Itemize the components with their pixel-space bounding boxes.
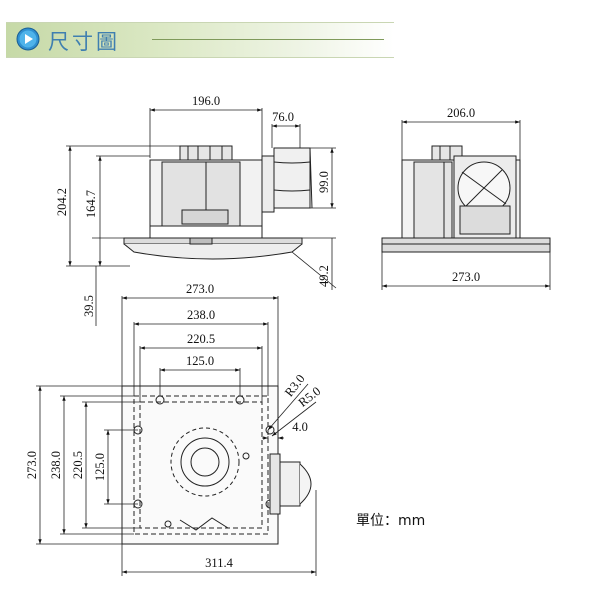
side-view: 196.0 76.0 204.2 164.7 99.0 49.2 39.5: [55, 94, 337, 326]
plan-outer-height-label: 273.0: [25, 451, 39, 479]
plan-hole-height-label: 125.0: [93, 453, 107, 481]
unit-label: 單位：mm: [356, 513, 426, 529]
plan-mid-width-label: 238.0: [187, 308, 215, 322]
side-grille-offset-label: 49.2: [317, 265, 331, 287]
plan-outer-width-label: 273.0: [186, 282, 214, 296]
header-title: 尺寸圖: [48, 30, 120, 54]
side-duct-height-label: 99.0: [317, 171, 331, 193]
play-icon: [16, 27, 40, 51]
front-top-width-label: 206.0: [447, 106, 475, 120]
plan-inner-width-label: 220.5: [187, 332, 215, 346]
front-panel-width-label: 273.0: [452, 270, 480, 284]
plan-edge-offset-label: 4.0: [292, 420, 308, 434]
side-total-height-label: 204.2: [55, 188, 69, 216]
plan-mid-height-label: 238.0: [49, 451, 63, 479]
section-header: 尺寸圖: [6, 22, 394, 58]
plan-inner-height-label: 220.5: [71, 451, 85, 479]
front-view: 206.0 273.0: [381, 106, 551, 290]
side-top-width-label: 196.0: [192, 94, 220, 108]
header-banner: [6, 22, 394, 58]
side-panel-depth-label: 39.5: [82, 295, 96, 317]
plan-hole-width-label: 125.0: [186, 354, 214, 368]
plan-total-width-label: 311.4: [205, 556, 233, 570]
side-body-height-label: 164.7: [84, 190, 98, 218]
plan-view: 273.0 238.0 220.5 125.0 R3.0 R5.0 4.0 27…: [25, 282, 323, 576]
header-rule: [152, 39, 384, 40]
side-duct-length-label: 76.0: [272, 110, 294, 124]
